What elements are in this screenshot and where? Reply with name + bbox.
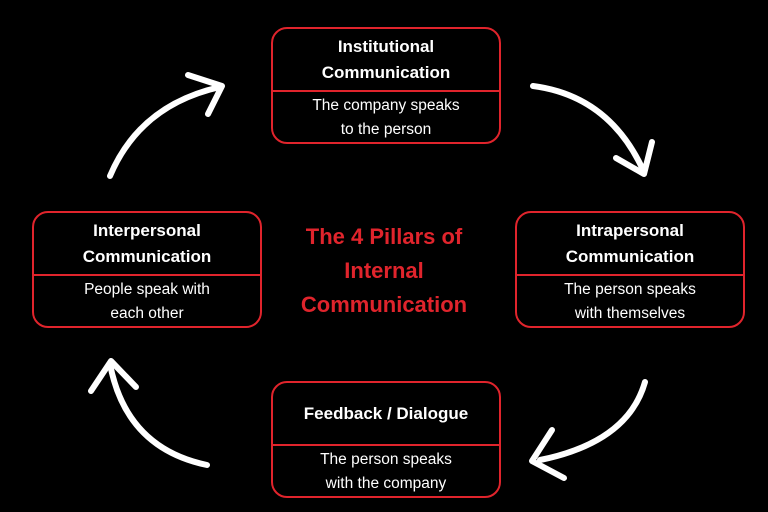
pillar-heading: Feedback / Dialogue — [273, 383, 499, 446]
diagram-title: The 4 Pillars of Internal Communication — [300, 224, 468, 317]
pillar-heading: Interpersonal Communication — [34, 213, 260, 276]
pillar-description: People speak with each other — [84, 281, 210, 322]
pillar-intrapersonal: Intrapersonal Communication The person s… — [515, 211, 745, 328]
curved-arrow-icon-top-right — [530, 83, 655, 177]
curved-arrow-icon-bottom-left — [88, 358, 210, 468]
pillar-heading: Intrapersonal Communication — [517, 213, 743, 276]
pillar-feedback-dialogue: Feedback / Dialogue The person speaks wi… — [271, 381, 501, 498]
pillar-heading: Institutional Communication — [273, 29, 499, 92]
pillar-institutional: Institutional Communication The company … — [271, 27, 501, 144]
pillar-interpersonal: Interpersonal Communication People speak… — [32, 211, 262, 328]
pillar-description: The person speaks with the company — [320, 451, 452, 492]
pillar-description: The company speaks to the person — [312, 97, 460, 138]
curved-arrow-icon-bottom-right — [529, 379, 648, 481]
curved-arrow-icon-top-left — [107, 72, 225, 179]
pillar-description: The person speaks with themselves — [564, 281, 696, 322]
